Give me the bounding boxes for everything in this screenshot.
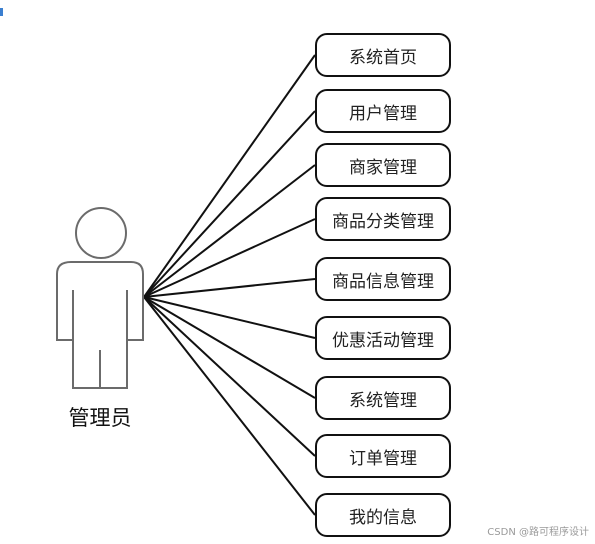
use-case-box: 商品分类管理	[315, 197, 451, 241]
corner-marker	[0, 8, 3, 16]
watermark: CSDN @路可程序设计	[487, 527, 589, 538]
use-case-label: 用户管理	[349, 103, 417, 124]
connector-line	[143, 296, 316, 339]
use-case-box: 系统首页	[315, 33, 451, 77]
use-case-box: 订单管理	[315, 434, 451, 478]
use-case-box: 商家管理	[315, 143, 451, 187]
connector-lines	[143, 54, 316, 516]
actor-body	[56, 261, 144, 389]
use-case-label: 商家管理	[349, 157, 417, 178]
use-case-box: 商品信息管理	[315, 257, 451, 301]
use-case-label: 订单管理	[349, 448, 417, 469]
use-case-box: 用户管理	[315, 89, 451, 133]
use-case-box: 优惠活动管理	[315, 316, 451, 360]
actor-head	[75, 207, 127, 259]
actor-figure	[56, 207, 144, 389]
connector-line	[143, 164, 316, 298]
use-case-label: 商品分类管理	[332, 211, 434, 232]
connector-line	[143, 278, 316, 298]
use-case-box: 我的信息	[315, 493, 451, 537]
use-case-box: 系统管理	[315, 376, 451, 420]
connector-line	[143, 218, 316, 298]
connector-line	[143, 296, 316, 399]
use-case-label: 系统首页	[349, 47, 417, 68]
use-case-label: 系统管理	[349, 390, 417, 411]
actor-label: 管理员	[68, 406, 132, 430]
connector-line	[143, 110, 316, 298]
use-case-label: 商品信息管理	[332, 271, 434, 292]
connector-line	[143, 296, 316, 516]
use-case-label: 我的信息	[349, 507, 417, 528]
connector-line	[143, 296, 316, 457]
use-case-label: 优惠活动管理	[332, 330, 434, 351]
connector-line	[143, 54, 316, 298]
